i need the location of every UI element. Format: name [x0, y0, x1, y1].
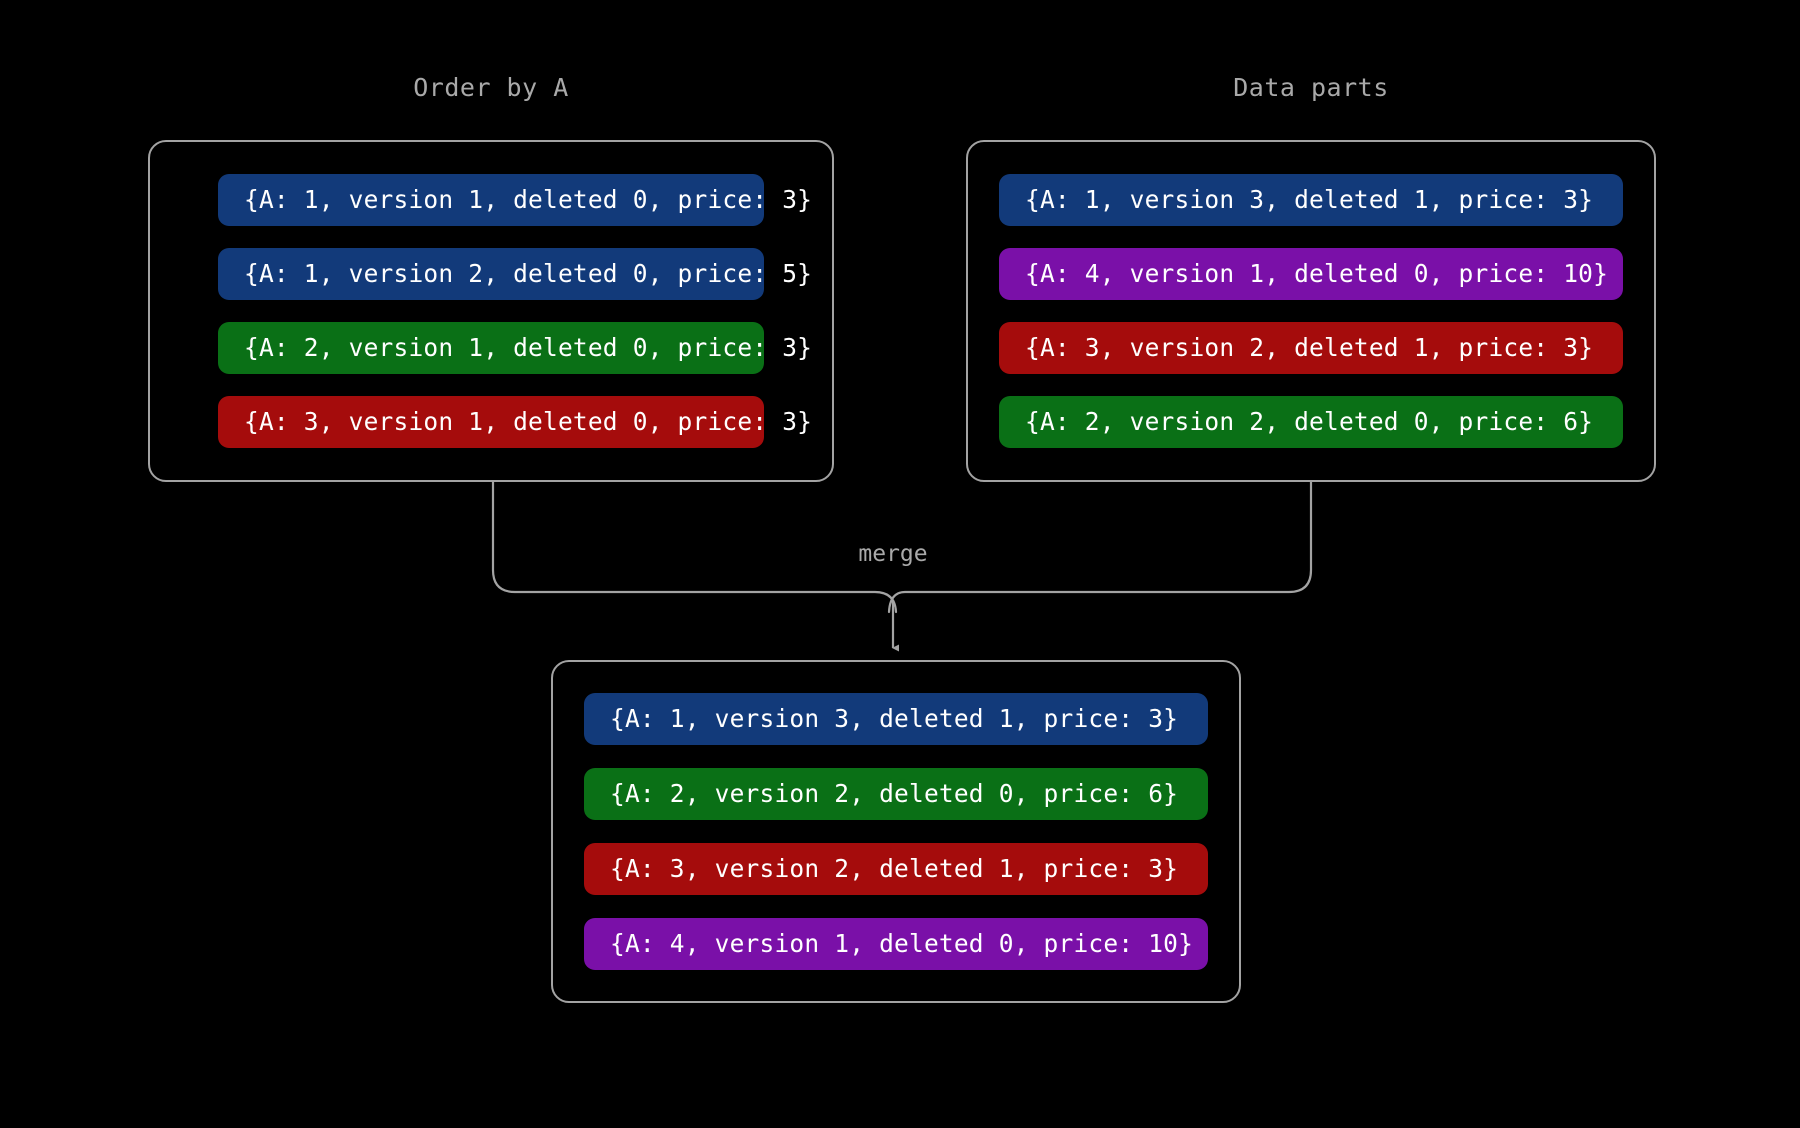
data-row[interactable]: {A: 1, version 3, deleted 1, price: 3} [584, 693, 1208, 745]
data-row[interactable]: {A: 1, version 3, deleted 1, price: 3} [999, 174, 1623, 226]
data-row[interactable]: {A: 1, version 2, deleted 0, price: 5} [218, 248, 812, 300]
data-row[interactable]: {A: 1, version 1, deleted 0, price: 3} [218, 174, 812, 226]
data-row[interactable]: {A: 2, version 1, deleted 0, price: 3} [218, 322, 812, 374]
data-row[interactable]: {A: 4, version 1, deleted 0, price: 10} [584, 918, 1208, 970]
panel-data-parts: {A: 1, version 3, deleted 1, price: 3} {… [966, 140, 1656, 482]
data-row[interactable]: {A: 3, version 2, deleted 1, price: 3} [584, 843, 1208, 895]
connector-path-left [491, 480, 898, 614]
row-list-data-parts: {A: 1, version 3, deleted 1, price: 3} {… [968, 174, 1654, 448]
data-row[interactable]: {A: 3, version 2, deleted 1, price: 3} [999, 322, 1623, 374]
group-title-data-parts: Data parts [1233, 73, 1389, 102]
row-list-merged: {A: 1, version 3, deleted 1, price: 3} {… [553, 693, 1239, 970]
data-row[interactable]: {A: 2, version 2, deleted 0, price: 6} [584, 768, 1208, 820]
data-row[interactable]: {A: 2, version 2, deleted 0, price: 6} [999, 396, 1623, 448]
panel-merged-result: {A: 1, version 3, deleted 1, price: 3} {… [551, 660, 1241, 1003]
data-row[interactable]: {A: 4, version 1, deleted 0, price: 10} [999, 248, 1623, 300]
panel-order-by-a: {A: 1, version 1, deleted 0, price: 3} {… [148, 140, 834, 482]
group-title-order-by-a: Order by A [413, 73, 569, 102]
row-list-order-by-a: {A: 1, version 1, deleted 0, price: 3} {… [150, 174, 832, 448]
data-row[interactable]: {A: 3, version 1, deleted 0, price: 3} [218, 396, 812, 448]
merge-label: merge [858, 541, 928, 567]
connector-path-right [887, 480, 1313, 614]
